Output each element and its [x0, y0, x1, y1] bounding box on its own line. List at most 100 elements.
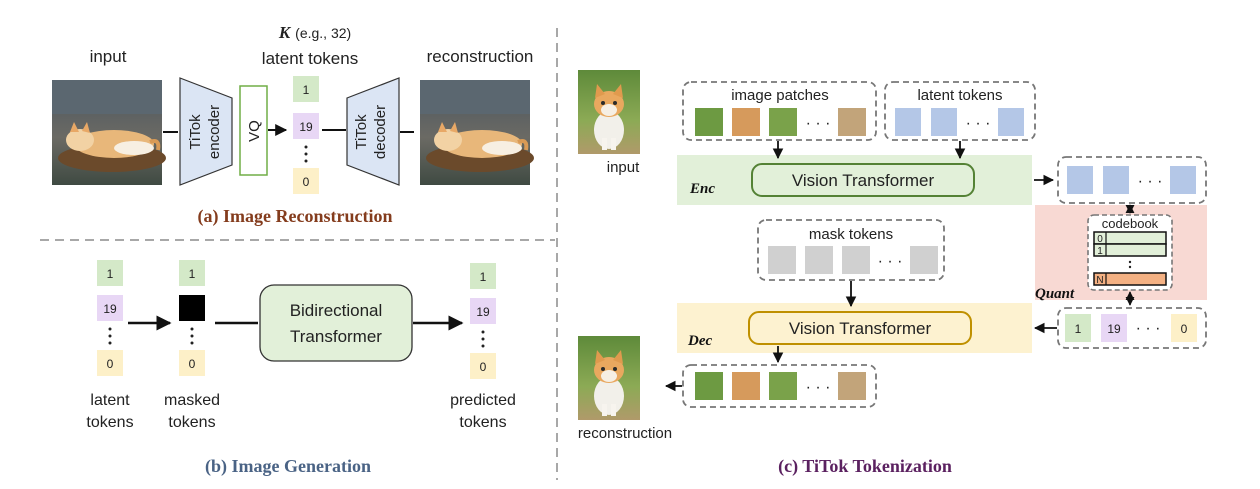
token-a-0: [293, 168, 319, 194]
input-kitten-image: [578, 70, 640, 154]
transformer-line1: Bidirectional: [290, 301, 383, 320]
latent-label-line2: tokens: [86, 414, 133, 431]
dot: [190, 327, 194, 331]
vision-transformer-enc: [751, 163, 975, 197]
codebook-row-0-label: 0: [1097, 234, 1103, 245]
quantized-tokens-group: [1057, 307, 1207, 349]
recon-patch-1: [695, 372, 723, 400]
vit-dec-label: Vision Transformer: [789, 319, 932, 338]
token-pred-0: [470, 353, 496, 379]
latent-label-line1: latent: [90, 392, 130, 409]
vision-transformer-dec: [748, 311, 972, 345]
token-b-19: [97, 295, 123, 321]
codebook-label: codebook: [1102, 216, 1159, 231]
panel-b-generation: 1 19 0 latent tokens 1 0 masked tokens B…: [86, 260, 516, 477]
ellipsis: · · ·: [806, 379, 831, 396]
bidirectional-transformer-box: [259, 284, 413, 362]
decoder-line1: TiTok: [353, 114, 370, 150]
token-b-1-label: 1: [107, 267, 114, 281]
token-b-0-label: 0: [107, 357, 114, 371]
transformer-line2: Transformer: [290, 327, 382, 346]
token-b-0: [97, 350, 123, 376]
encoded-token-last: [1170, 166, 1196, 194]
token-pred-1: [470, 263, 496, 289]
mask-token-1: [768, 246, 796, 274]
predicted-label-line1: predicted: [450, 392, 516, 409]
token-pred-1-label: 1: [480, 270, 487, 284]
token-a-1: [293, 76, 319, 102]
encoder-line1: TiTok: [187, 114, 204, 150]
quant-token-0-label: 0: [1181, 322, 1188, 336]
dec-label: Dec: [687, 333, 712, 349]
quant-label: Quant: [1035, 286, 1075, 302]
token-a-1-label: 1: [303, 83, 310, 97]
enc-label: Enc: [689, 181, 715, 197]
caption-c: (c) TiTok Tokenization: [778, 456, 952, 477]
image-patches-label: image patches: [731, 87, 829, 104]
patch-3: [769, 108, 797, 136]
token-masked-0: [179, 350, 205, 376]
dot: [304, 159, 308, 163]
dot: [481, 330, 485, 334]
ellipsis: · · ·: [1138, 173, 1163, 190]
input-cat-image: [50, 78, 168, 187]
token-b-19-label: 19: [103, 302, 117, 316]
vit-enc-label: Vision Transformer: [792, 171, 935, 190]
predicted-label-line2: tokens: [459, 414, 506, 431]
ellipsis: · · ·: [806, 115, 831, 132]
recon-patch-3: [769, 372, 797, 400]
decoder-trapezoid: [346, 77, 400, 186]
codebook-row-1: [1093, 243, 1167, 257]
reconstruction-cat-image: [418, 78, 536, 187]
quant-token-19-label: 19: [1107, 322, 1121, 336]
latent-token-last: [998, 108, 1024, 136]
token-a-19-label: 19: [299, 120, 313, 134]
token-masked-0-label: 0: [189, 357, 196, 371]
latent-token-1: [895, 108, 921, 136]
decoder-line2: decoder: [372, 105, 389, 159]
dot: [1128, 260, 1132, 264]
token-a-19: [293, 113, 319, 139]
input-label-c: input: [607, 159, 640, 176]
panel-a-reconstruction: input TiTok encoder VQ K(e.g., 32) laten…: [50, 23, 536, 227]
encoded-token-1: [1067, 166, 1093, 194]
mask-token-2: [805, 246, 833, 274]
ellipsis: · · ·: [878, 253, 903, 270]
input-label: input: [90, 47, 127, 66]
codebook-row-0: [1093, 231, 1167, 245]
patch-last: [838, 108, 866, 136]
ellipsis: · · ·: [1136, 320, 1161, 337]
masked-token-black: [179, 295, 205, 321]
token-a-0-label: 0: [303, 175, 310, 189]
masked-label-line1: masked: [164, 392, 220, 409]
masked-label-line2: tokens: [168, 414, 215, 431]
mask-tokens-group: [757, 219, 945, 281]
reconstruction-kitten-image: [578, 336, 640, 420]
token-b-1: [97, 260, 123, 286]
dot: [304, 145, 308, 149]
quant-token-1-label: 1: [1075, 322, 1082, 336]
dot: [108, 341, 112, 345]
reconstructed-patches-group: [682, 364, 877, 408]
encoded-token-2: [1103, 166, 1129, 194]
encoder-line2: encoder: [206, 105, 223, 159]
token-pred-19: [470, 298, 496, 324]
codebook-row-n: [1093, 272, 1167, 286]
encoder-trapezoid: [179, 77, 233, 186]
dot: [190, 341, 194, 345]
reconstruction-label-c: reconstruction: [578, 425, 672, 442]
recon-patch-2: [732, 372, 760, 400]
token-masked-1-label: 1: [189, 267, 196, 281]
image-patches-group: [682, 81, 877, 141]
encoded-latents-group: [1057, 156, 1207, 204]
dot: [108, 327, 112, 331]
mask-tokens-label: mask tokens: [809, 226, 893, 243]
dot: [108, 334, 112, 338]
dot: [190, 334, 194, 338]
ellipsis: · · ·: [966, 115, 991, 132]
codebook-row-n-label: N: [1096, 275, 1103, 286]
patch-1: [695, 108, 723, 136]
patch-2: [732, 108, 760, 136]
